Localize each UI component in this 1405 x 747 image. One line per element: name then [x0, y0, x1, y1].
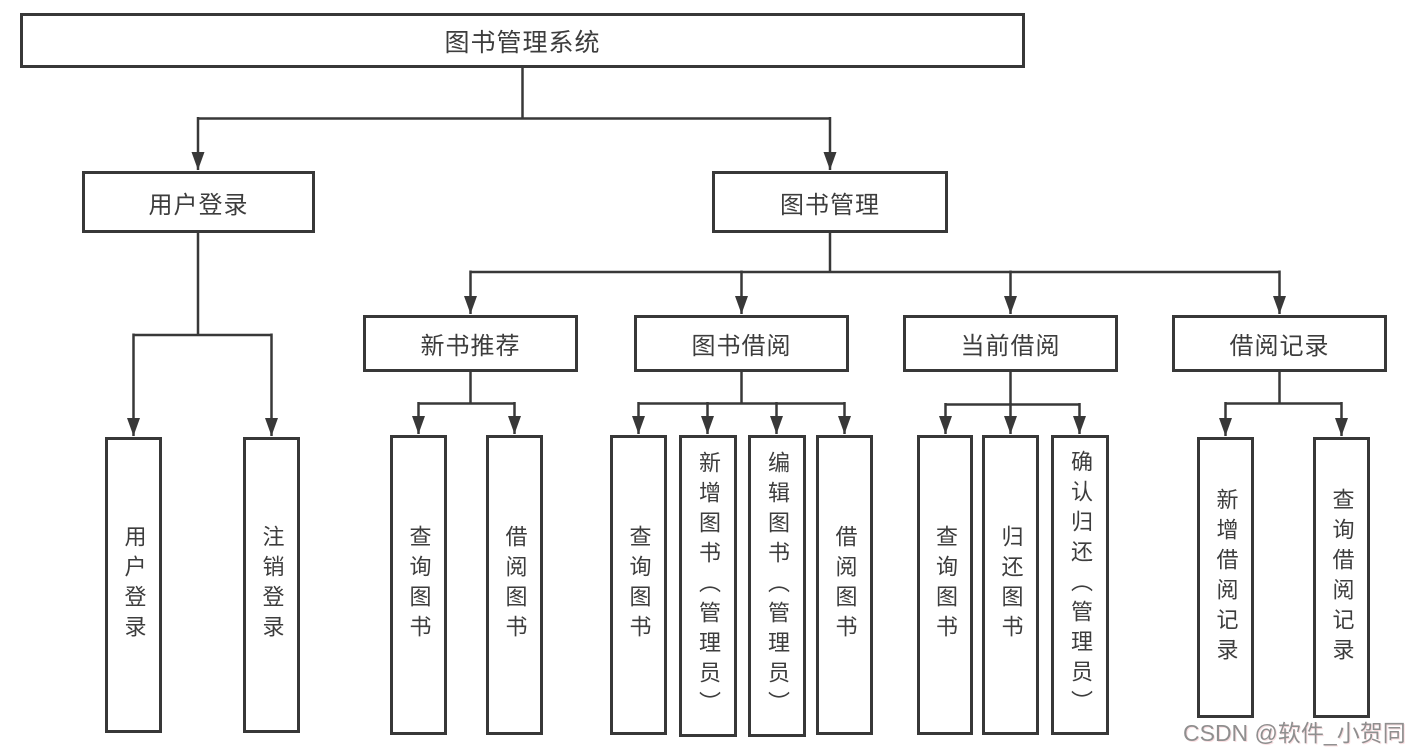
node-current-confirm-return-admin: 确认归还（管理员）	[1051, 435, 1109, 735]
node-borrow-query-books: 查询图书	[610, 435, 667, 735]
node-logout-label: 注销登录	[259, 525, 285, 645]
node-borrow-query-books-label: 查询图书	[626, 525, 652, 645]
node-current-return-books: 归还图书	[982, 435, 1039, 735]
csdn-watermark: CSDN @软件_小贺同学	[1183, 720, 1405, 746]
node-borrow-add-books-admin: 新增图书（管理员）	[679, 435, 737, 737]
node-user-login-action-label: 用户登录	[121, 525, 147, 645]
node-recommend-query-books: 查询图书	[390, 435, 447, 735]
node-new-book-recommend: 新书推荐	[363, 315, 578, 372]
node-recommend-query-books-label: 查询图书	[406, 525, 432, 645]
node-current-query-books-label: 查询图书	[933, 525, 958, 645]
node-current-borrowing-label: 当前借阅	[960, 333, 1061, 360]
node-borrow-borrow-books: 借阅图书	[816, 435, 873, 735]
node-user-login-action: 用户登录	[105, 437, 162, 733]
node-recommend-borrow-books: 借阅图书	[486, 435, 543, 735]
node-records-add-record-label: 新增借阅记录	[1213, 487, 1239, 668]
node-library-system-label: 图书管理系统	[444, 28, 601, 57]
node-new-book-recommend-label: 新书推荐	[420, 333, 521, 360]
node-borrow-borrow-books-label: 借阅图书	[832, 525, 858, 645]
node-book-borrowing: 图书借阅	[634, 315, 849, 372]
node-user-login-label: 用户登录	[148, 191, 249, 219]
node-borrowing-records-label: 借阅记录	[1229, 333, 1330, 360]
node-current-confirm-return-admin-label: 确认归还（管理员）	[1068, 450, 1093, 720]
node-borrow-add-books-admin-label: 新增图书（管理员）	[696, 451, 721, 721]
node-records-query-record-label: 查询借阅记录	[1329, 487, 1355, 668]
node-borrowing-records: 借阅记录	[1172, 315, 1387, 372]
node-current-query-books: 查询图书	[917, 435, 973, 735]
node-user-login: 用户登录	[82, 171, 315, 233]
node-current-return-books-label: 归还图书	[998, 525, 1024, 645]
node-borrow-edit-books-admin: 编辑图书（管理员）	[748, 435, 806, 737]
node-book-management-label: 图书管理	[780, 191, 880, 219]
node-book-management: 图书管理	[712, 171, 948, 233]
node-current-borrowing: 当前借阅	[903, 315, 1118, 372]
node-library-system: 图书管理系统	[20, 13, 1025, 68]
node-book-borrowing-label: 图书借阅	[691, 333, 792, 360]
node-records-query-record: 查询借阅记录	[1313, 437, 1370, 718]
node-records-add-record: 新增借阅记录	[1197, 437, 1254, 718]
node-recommend-borrow-books-label: 借阅图书	[502, 525, 528, 645]
node-borrow-edit-books-admin-label: 编辑图书（管理员）	[765, 451, 790, 721]
node-logout: 注销登录	[243, 437, 300, 733]
